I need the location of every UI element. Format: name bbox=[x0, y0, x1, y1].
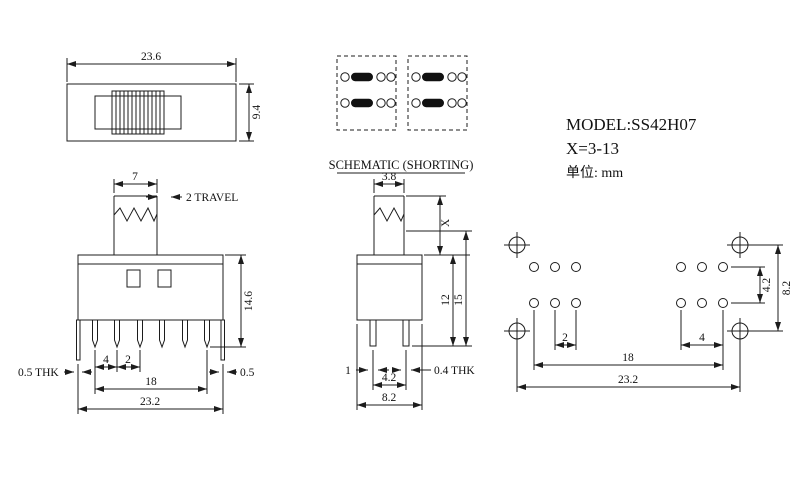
side-15-dim: 15 bbox=[453, 294, 465, 306]
top-view-width-dim: 23.6 bbox=[141, 51, 161, 63]
break-line bbox=[113, 206, 158, 223]
front-travel-dim: 2 TRAVEL bbox=[186, 192, 238, 204]
front-body-width-dim: 23.2 bbox=[140, 396, 160, 408]
shorting-bar bbox=[422, 72, 444, 82]
front-view-dimensions bbox=[64, 179, 246, 414]
side-body-depth-dim: 8.2 bbox=[382, 392, 397, 404]
pole-box-left bbox=[336, 55, 397, 131]
unit-text: 单位: mm bbox=[566, 165, 623, 181]
fp-mount-pitch-dim: 8.2 bbox=[781, 281, 793, 296]
side-lug-right bbox=[220, 319, 225, 361]
side-12-dim: 12 bbox=[440, 294, 452, 306]
front-dim-4: 4 bbox=[103, 354, 109, 366]
front-view-pins bbox=[76, 319, 225, 361]
front-thk-right-dim: 0.5 bbox=[240, 367, 255, 379]
shorting-bar bbox=[422, 98, 444, 108]
front-thk-left-dim: 0.5 THK bbox=[18, 367, 59, 379]
side-pin-width-dim: 1 bbox=[345, 365, 351, 377]
fp-dim-2: 2 bbox=[562, 332, 568, 344]
x-range-text: X=3-13 bbox=[566, 139, 619, 158]
fp-dim-4: 4 bbox=[699, 332, 705, 344]
actuator-stem bbox=[113, 195, 158, 255]
front-actuator-width-dim: 7 bbox=[132, 171, 138, 183]
pole-box-right bbox=[407, 55, 468, 131]
front-view: 7 2 TRAVEL 14.6 4 2 18 23.2 0.5 THK 0.5 bbox=[18, 171, 255, 414]
side-view-pins bbox=[369, 319, 410, 347]
side-actuator-depth-dim: 3.8 bbox=[382, 171, 397, 183]
top-view-dimensions bbox=[66, 58, 254, 142]
front-height-dim: 14.6 bbox=[243, 291, 255, 311]
side-lug-left bbox=[76, 319, 81, 361]
side-actuator-stem bbox=[373, 195, 405, 255]
title-block: MODEL:SS42H07 X=3-13 单位: mm bbox=[566, 115, 697, 181]
front-body-window bbox=[157, 269, 172, 288]
top-view: 23.6 9.4 bbox=[66, 51, 263, 142]
front-dim-2: 2 bbox=[125, 354, 131, 366]
top-view-recess bbox=[94, 95, 182, 130]
side-view: 3.8 X 12 15 1 4.2 8.2 0.4 THK bbox=[345, 171, 475, 410]
fp-mount-span-dim: 23.2 bbox=[618, 374, 638, 386]
footprint-dimensions bbox=[516, 244, 783, 392]
schematic-contacts bbox=[340, 72, 467, 108]
side-thk-dim: 0.4 THK bbox=[434, 365, 475, 377]
shorting-bar bbox=[351, 98, 373, 108]
fp-row-pitch-dim: 4.2 bbox=[761, 278, 773, 293]
side-view-dimensions bbox=[356, 179, 472, 410]
top-view-height-dim: 9.4 bbox=[251, 105, 263, 120]
front-body-outline bbox=[77, 254, 224, 321]
side-x-dim: X bbox=[440, 218, 452, 227]
mounting-holes bbox=[504, 232, 753, 344]
front-pin-span-dim: 18 bbox=[145, 376, 157, 388]
front-body-window bbox=[126, 269, 141, 288]
break-line bbox=[373, 206, 405, 223]
model-text: MODEL:SS42H07 bbox=[566, 115, 697, 134]
slider-knob bbox=[111, 90, 165, 135]
side-pin-pitch-dim: 4.2 bbox=[382, 372, 397, 384]
pin-holes bbox=[529, 262, 728, 308]
slider-knurl-lines bbox=[115, 91, 161, 134]
fp-span-dim: 18 bbox=[622, 352, 634, 364]
top-view-body-outline bbox=[66, 83, 237, 142]
schematic-view: SCHEMATIC (SHORTING) bbox=[329, 55, 474, 174]
schematic-label: SCHEMATIC (SHORTING) bbox=[329, 158, 474, 172]
footprint-view: 4.2 8.2 2 4 18 23.2 bbox=[504, 232, 793, 392]
shorting-bar bbox=[351, 72, 373, 82]
side-body-outline bbox=[356, 254, 423, 321]
